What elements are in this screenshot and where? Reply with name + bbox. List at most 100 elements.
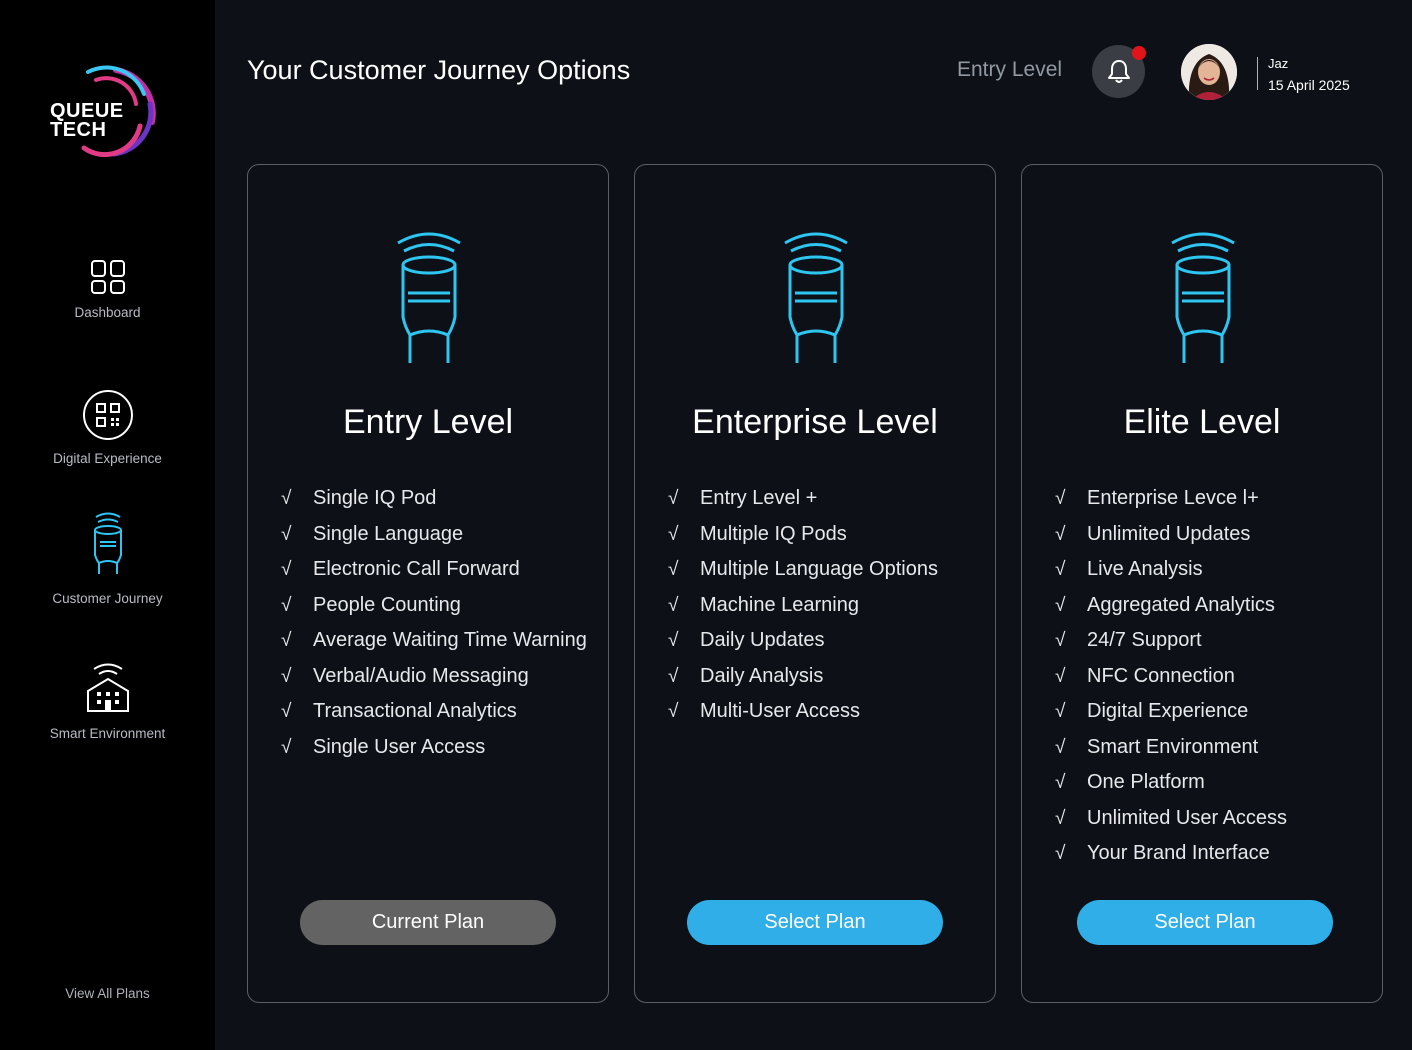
feature-item: √Unlimited Updates bbox=[1055, 523, 1287, 559]
logo-line1: QUEUE bbox=[50, 100, 124, 122]
user-photo-icon bbox=[1181, 44, 1237, 100]
feature-text: Smart Environment bbox=[1087, 735, 1259, 758]
pod-icon bbox=[397, 232, 461, 363]
nav-digital-experience-label: Digital Experience bbox=[53, 451, 162, 466]
check-icon: √ bbox=[1055, 843, 1066, 864]
feature-text: Aggregated Analytics bbox=[1087, 593, 1275, 616]
check-icon: √ bbox=[668, 559, 679, 580]
check-icon: √ bbox=[668, 701, 679, 722]
check-icon: √ bbox=[1055, 594, 1066, 616]
avatar[interactable] bbox=[1181, 44, 1237, 100]
feature-item: √Single User Access bbox=[281, 736, 587, 772]
queue-tech-logo[interactable]: QUEUE TECH bbox=[44, 64, 164, 160]
qr-code-icon bbox=[82, 390, 133, 440]
feature-item: √Smart Environment bbox=[1055, 736, 1287, 772]
bell-icon bbox=[1108, 60, 1130, 83]
check-icon: √ bbox=[281, 594, 292, 616]
sidebar: QUEUE TECH Dashboard Digital Experience bbox=[0, 0, 215, 1050]
nav-dashboard[interactable]: Dashboard bbox=[0, 259, 215, 320]
feature-text: Multiple Language Options bbox=[700, 558, 938, 580]
check-icon: √ bbox=[668, 523, 679, 545]
feature-list: √ Single IQ Pod √ Single Language √ Electro… bbox=[281, 487, 587, 771]
feature-item: √Entry Level + bbox=[668, 487, 938, 523]
pod-icon bbox=[93, 512, 122, 574]
feature-list: √Enterprise Levce l+ √Unlimited Updates … bbox=[1055, 487, 1287, 878]
check-icon: √ bbox=[1055, 701, 1066, 722]
feature-item: √ Your Brand Interface bbox=[1055, 842, 1287, 878]
feature-text: Single User Access bbox=[313, 735, 486, 758]
smart-building-icon bbox=[86, 663, 129, 712]
feature-item: √ Single IQ Pod bbox=[281, 487, 587, 523]
feature-item: √Live Analysis bbox=[1055, 558, 1287, 594]
page-title: Your Customer Journey Options bbox=[247, 55, 631, 85]
feature-item: √ Unlimited User Access bbox=[1055, 807, 1287, 843]
check-icon: √ bbox=[281, 523, 292, 545]
user-divider bbox=[1257, 57, 1258, 90]
feature-item: √ Aggregated Analytics bbox=[1055, 594, 1287, 630]
feature-item: √Daily Updates bbox=[668, 629, 938, 665]
plan-title: Enterprise Level bbox=[692, 403, 938, 441]
feature-item: √ Multi-User Access bbox=[668, 700, 938, 736]
feature-text: Machine Learning bbox=[700, 593, 859, 616]
feature-item: √ Single Language bbox=[281, 523, 587, 559]
feature-item: √ People Counting bbox=[281, 594, 587, 630]
current-date: 15 April 2025 bbox=[1268, 77, 1350, 93]
feature-item: √Daily Analysis bbox=[668, 665, 938, 701]
feature-text: Unlimited Updates bbox=[1087, 522, 1251, 545]
feature-item: √Enterprise Levce l+ bbox=[1055, 487, 1287, 523]
feature-text: People Counting bbox=[313, 593, 461, 616]
feature-item: √ Electronic Call Forward bbox=[281, 558, 587, 594]
feature-item: √Average Waiting Time Warning bbox=[281, 629, 587, 665]
feature-text: Single Language bbox=[313, 522, 464, 545]
feature-text: Transactional Analytics bbox=[313, 700, 517, 722]
check-icon: √ bbox=[668, 488, 679, 509]
feature-text: Electronic Call Forward bbox=[313, 558, 520, 580]
check-icon: √ bbox=[668, 665, 679, 687]
check-icon: √ bbox=[668, 594, 679, 616]
feature-text: 24/7 Support bbox=[1087, 629, 1202, 651]
feature-text: One Platform bbox=[1087, 771, 1205, 793]
feature-text: Single IQ Pod bbox=[313, 487, 437, 509]
grid-icon bbox=[90, 260, 125, 294]
select-plan-button[interactable]: Select Plan bbox=[687, 900, 943, 945]
nav-customer-journey[interactable]: Customer Journey bbox=[0, 511, 215, 606]
current-plan-button[interactable]: Current Plan bbox=[300, 900, 556, 945]
check-icon: √ bbox=[281, 488, 292, 509]
check-icon: √ bbox=[668, 630, 679, 651]
feature-item: √ One Platform bbox=[1055, 771, 1287, 807]
check-icon: √ bbox=[1055, 807, 1066, 829]
check-icon: √ bbox=[281, 559, 292, 580]
select-plan-button[interactable]: Select Plan bbox=[1077, 900, 1333, 945]
feature-text: Unlimited User Access bbox=[1087, 806, 1288, 829]
pod-icon bbox=[1171, 232, 1235, 363]
feature-item: √ Digital Experience bbox=[1055, 700, 1287, 736]
current-level-label: Entry Level bbox=[957, 58, 1063, 81]
check-icon: √ bbox=[1055, 772, 1066, 793]
user-name: Jaz bbox=[1268, 56, 1289, 71]
plan-title: Entry Level bbox=[342, 403, 514, 441]
plan-title: Elite Level bbox=[1123, 403, 1281, 441]
nav-smart-environment[interactable]: Smart Environment bbox=[0, 661, 215, 741]
check-icon: √ bbox=[1055, 630, 1066, 651]
feature-text: Digital Experience bbox=[1087, 700, 1249, 722]
check-icon: √ bbox=[1055, 488, 1066, 509]
feature-text: Your Brand Interface bbox=[1087, 842, 1270, 864]
feature-item: √ 24/7 Support bbox=[1055, 629, 1287, 665]
feature-item: √ Multiple Language Options bbox=[668, 558, 938, 594]
feature-item: √ Multiple IQ Pods bbox=[668, 523, 938, 559]
feature-text: Multiple IQ Pods bbox=[700, 522, 847, 545]
plan-card-enterprise: Enterprise Level √Entry Level + √ Multipl… bbox=[634, 164, 996, 1003]
logo-rings-icon bbox=[81, 65, 156, 158]
view-all-plans-link[interactable]: View All Plans bbox=[65, 986, 150, 1001]
feature-item: √Transactional Analytics bbox=[281, 700, 587, 736]
pod-icon bbox=[784, 232, 848, 363]
check-icon: √ bbox=[1055, 665, 1066, 687]
nav-dashboard-label: Dashboard bbox=[74, 305, 141, 320]
feature-text: Verbal/Audio Messaging bbox=[313, 664, 529, 687]
nav-digital-experience[interactable]: Digital Experience bbox=[0, 389, 215, 466]
notification-badge bbox=[1132, 46, 1146, 60]
check-icon: √ bbox=[1055, 559, 1066, 580]
feature-item: √ Machine Learning bbox=[668, 594, 938, 630]
feature-text: Multi-User Access bbox=[700, 700, 861, 722]
feature-item: √Verbal/Audio Messaging bbox=[281, 665, 587, 701]
